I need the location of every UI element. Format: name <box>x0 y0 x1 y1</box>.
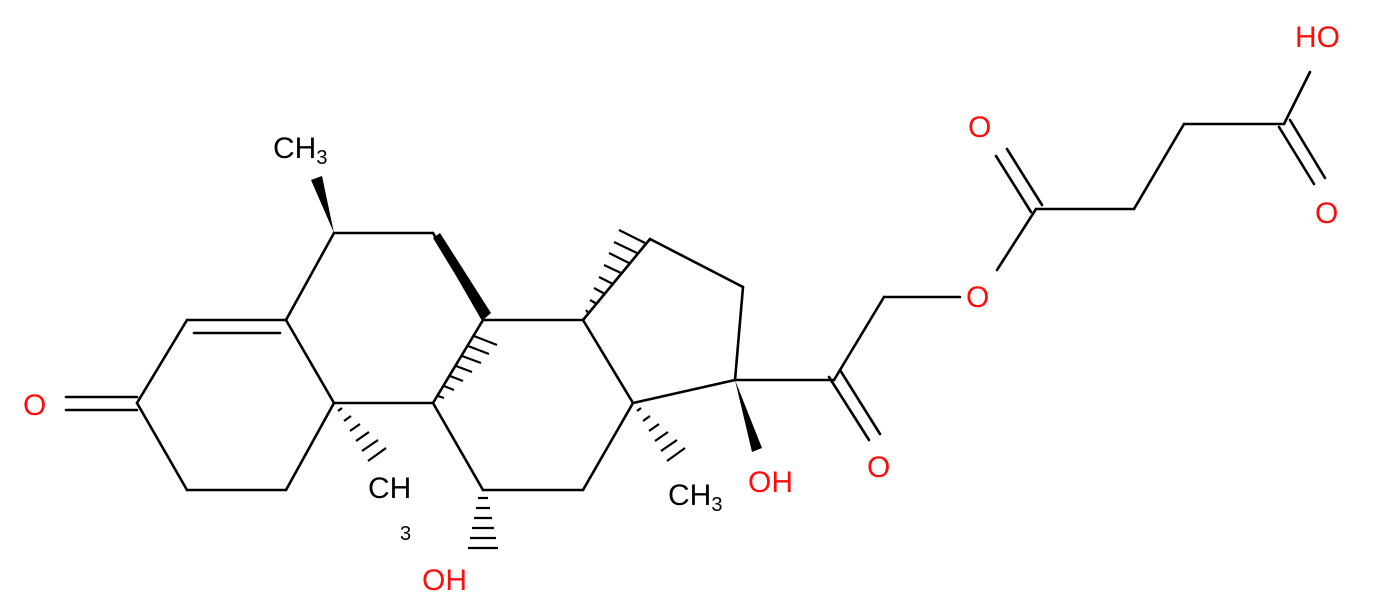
hashed-bond <box>468 496 498 550</box>
bond-double <box>1288 118 1327 180</box>
hashed-bond <box>585 229 646 315</box>
bond-double <box>994 154 1033 214</box>
hashed-bond <box>337 407 387 462</box>
bond <box>1282 70 1312 126</box>
bond <box>832 295 886 382</box>
bond <box>581 401 635 492</box>
bond-double <box>1005 147 1044 207</box>
wedge-bond <box>311 176 334 233</box>
atom-label-acid-hydroxyl: HO <box>1295 21 1340 54</box>
atom-label-c20-oxygen: O <box>867 451 890 484</box>
atom-label-ester-carbonyl-oxygen: O <box>968 111 991 144</box>
wedge-bond <box>433 233 491 320</box>
bond-double <box>838 368 882 436</box>
atom-label-acid-carbonyl-oxygen: O <box>1315 197 1338 230</box>
bond <box>995 207 1038 272</box>
bond <box>135 318 189 405</box>
bond <box>631 378 737 405</box>
bond <box>431 318 485 405</box>
hashed-bond <box>636 407 686 462</box>
bond <box>581 318 635 405</box>
bond <box>733 285 745 382</box>
bond <box>648 237 745 289</box>
bond <box>284 231 336 322</box>
bond-double <box>827 375 871 442</box>
hashed-bond <box>437 334 498 400</box>
bond <box>135 401 189 492</box>
bond-double <box>1277 125 1316 186</box>
bond <box>431 401 485 492</box>
atom-label-c13-methyl: CH3 <box>668 479 722 516</box>
atom-label-ester-oxygen: O <box>966 281 989 314</box>
atom-label-c10-methyl-sub: 3 <box>400 523 411 545</box>
wedge-bond <box>735 380 762 452</box>
atom-label-c17-hydroxyl: OH <box>748 466 793 499</box>
atom-label-c3-oxygen: O <box>23 389 46 422</box>
atom-label-c6-methyl: CH3 <box>273 132 327 169</box>
atom-label-c10-methyl-c: CH <box>368 472 411 505</box>
atom-label-c11-hydroxyl: OH <box>422 564 467 597</box>
bond <box>1132 122 1186 211</box>
bond <box>284 318 336 405</box>
bond <box>284 401 336 492</box>
bond <box>581 237 652 322</box>
